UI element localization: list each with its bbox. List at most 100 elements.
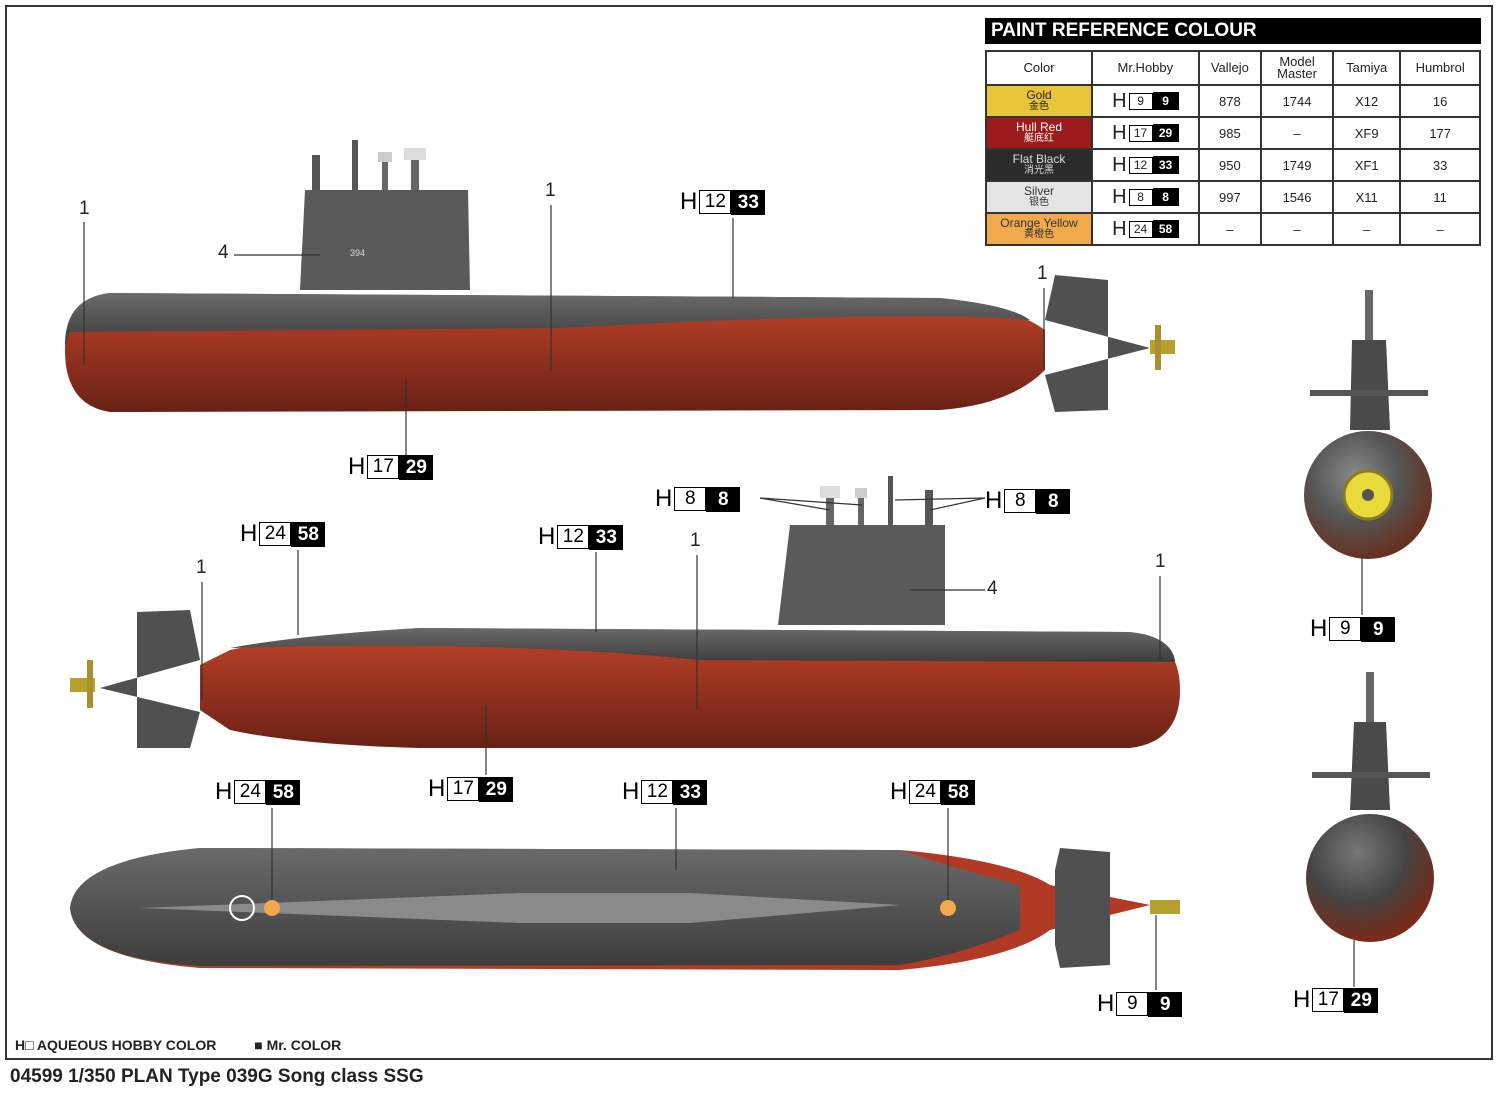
mr-color-code: 29 (479, 776, 514, 802)
mr-color-code: 29 (399, 454, 434, 480)
vallejo-code: 950 (1197, 148, 1263, 182)
humbrol-code: 177 (1399, 116, 1481, 150)
legend-aqueous: H□ AQUEOUS HOBBY COLOR (15, 1037, 217, 1053)
vallejo-code: – (1197, 212, 1263, 246)
h-letter: H (240, 520, 258, 547)
color-name: Silver (1023, 184, 1054, 198)
sheet-border (5, 5, 1493, 1060)
aqueous-code: 12 (641, 780, 674, 804)
h-letter: H (1293, 986, 1311, 1013)
col-tamiya: Tamiya (1332, 50, 1402, 86)
mr-color-code: 9 (1148, 991, 1183, 1017)
aqueous-code: 8 (1004, 489, 1037, 513)
aqueous-code: 24 (259, 522, 292, 546)
h-letter: H (215, 778, 233, 805)
color-name-cn: 金色 (1029, 101, 1049, 112)
tamiya-code: X11 (1332, 180, 1402, 214)
aqueous-code: 24 (1128, 220, 1153, 238)
mr-color-code: 58 (266, 779, 301, 805)
kit-title: 04599 1/350 PLAN Type 039G Song class SS… (10, 1066, 424, 1087)
h-letter: H (1112, 121, 1127, 144)
col-vallejo: Vallejo (1197, 50, 1263, 86)
top-view (70, 848, 1180, 970)
color-name-cn: 艇底红 (1024, 133, 1054, 144)
aqueous-code: 17 (447, 777, 480, 801)
mr-color-code: 9 (1152, 92, 1179, 110)
model-master-code: 1546 (1260, 180, 1335, 214)
h-letter: H (428, 775, 446, 802)
mr-color-code: 33 (731, 189, 766, 215)
aqueous-code: 9 (1128, 92, 1153, 110)
mr-color-code: 9 (1361, 616, 1396, 642)
marker-number: 1 (690, 530, 701, 551)
aqueous-code: 17 (1128, 124, 1153, 142)
stern-view (1304, 290, 1432, 559)
model-master-code: – (1260, 212, 1335, 246)
mr-color-code: 29 (1344, 987, 1379, 1013)
h-letter: H (538, 523, 556, 550)
h-letter: H (890, 778, 908, 805)
col-color: Color (985, 50, 1093, 86)
paint-reference-table: PAINT REFERENCE COLOUR Color Mr.Hobby Va… (985, 18, 1481, 246)
aqueous-code: 12 (699, 190, 732, 214)
model-master-code: 1749 (1260, 148, 1335, 182)
marker-number: 1 (545, 180, 556, 201)
h-letter: H (1112, 89, 1127, 112)
legend-mr-color: ■ Mr. COLOR (254, 1037, 342, 1053)
color-name: Orange Yellow (1000, 216, 1078, 230)
marker-number: 4 (218, 242, 229, 263)
aqueous-code: 24 (909, 780, 942, 804)
h-letter: H (655, 485, 673, 512)
tamiya-code: – (1332, 212, 1402, 246)
mr-color-code: 58 (291, 521, 326, 547)
color-name-cn: 黄橙色 (1024, 229, 1054, 240)
mr-color-code: 58 (941, 779, 976, 805)
aqueous-code: 24 (234, 780, 267, 804)
aqueous-code: 8 (674, 487, 707, 511)
vallejo-code: 878 (1197, 84, 1263, 118)
h-letter: H (680, 188, 698, 215)
h-letter: H (1112, 217, 1127, 240)
h-letter: H (1112, 185, 1127, 208)
marker-number: 1 (79, 198, 90, 219)
col-model-master: Model Master (1260, 50, 1335, 86)
h-letter: H (1097, 990, 1115, 1017)
bow-view (1306, 672, 1434, 942)
mr-color-code: 58 (1152, 220, 1179, 238)
aqueous-code: 17 (367, 455, 400, 479)
hull-number: 394 (350, 248, 366, 258)
h-letter: H (348, 453, 366, 480)
mr-color-code: 33 (1152, 156, 1179, 174)
color-name: Hull Red (1015, 120, 1063, 134)
tamiya-code: X12 (1332, 84, 1402, 118)
legend: H□ AQUEOUS HOBBY COLOR ■ Mr. COLOR (15, 1037, 375, 1053)
color-name-cn: 消光黑 (1024, 165, 1054, 176)
side-view-starboard (65, 140, 1175, 412)
h-letter: H (985, 487, 1003, 514)
marker-number: 1 (196, 557, 207, 578)
aqueous-code: 9 (1329, 617, 1362, 641)
aqueous-code: 8 (1128, 188, 1153, 206)
vallejo-code: 985 (1197, 116, 1263, 150)
h-letter: H (622, 778, 640, 805)
